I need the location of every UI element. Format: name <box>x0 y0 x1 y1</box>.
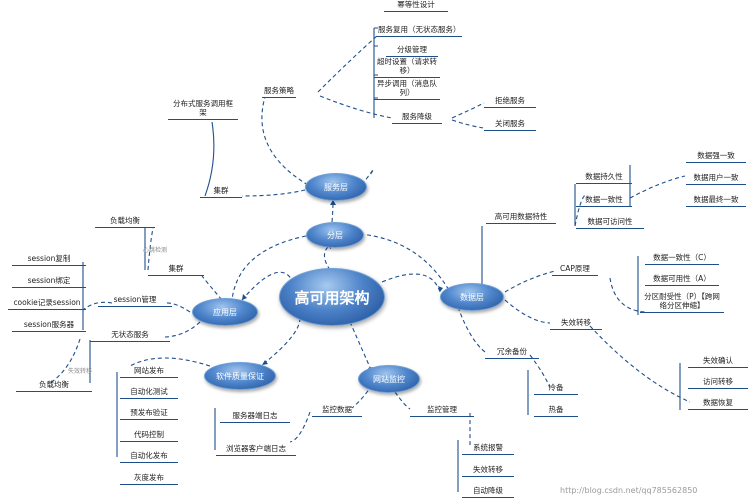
note-heartbeat: 心跳检测 <box>143 247 168 254</box>
leaf-data-ha-feature: 高可用数据特性 <box>486 212 556 224</box>
leaf-monitor-mgmt: 监控管理 <box>410 405 474 417</box>
leaf-app-cluster: 集群 <box>148 264 204 276</box>
edge-degrade-shutdown <box>451 119 485 129</box>
leaf-monitor-collect: 监控数据 <box>312 405 362 417</box>
edge-layering-app <box>231 235 307 301</box>
leaf-app-lb: 负载均衡 <box>95 216 155 228</box>
edge-degrade-reject <box>451 102 485 119</box>
edge-monitor-mgmt <box>394 391 411 410</box>
leaf-data-consistency: 数据一致性 <box>576 195 632 207</box>
arrowhead-service <box>330 200 336 205</box>
leaf-data-failover: 失效转移 <box>550 318 602 330</box>
edge-center-data <box>381 273 441 293</box>
watermark: http://blog.csdn.net/qq785562850 <box>560 486 698 495</box>
leaf-monitor-browser-log: 浏览器客户端日志 <box>216 444 296 456</box>
edge-center-monitor <box>349 321 373 373</box>
edge-center-quality <box>261 317 301 366</box>
leaf-app-session-copy: session复制 <box>12 254 86 266</box>
edge-data-failover <box>504 299 551 324</box>
edge-layering-data <box>359 233 451 293</box>
leaf-quality-auto-release: 自动化发布 <box>120 451 178 463</box>
edge-session-leaves <box>82 301 113 311</box>
edge-strategy-degrade <box>319 95 393 119</box>
leaf-data-user: 数据用户一致 <box>686 173 746 185</box>
arrowhead-quality <box>262 360 268 365</box>
leaf-app-lb2: 负载均衡 <box>16 380 92 392</box>
leaf-data-cap: CAP原理 <box>552 264 598 276</box>
edge-cons-levels <box>629 175 686 199</box>
leaf-service-grading: 分级管理 <box>386 45 438 57</box>
leaf-data-transfer: 访问转移 <box>688 377 748 389</box>
hub-layering: 分层 <box>306 222 364 248</box>
leaf-monitor-server-log: 服务器端日志 <box>220 411 290 423</box>
edge-app-stateless <box>164 321 201 338</box>
leaf-service-reuse: 服务复用（无状态服务） <box>376 25 462 37</box>
edge-stateless-lb2 <box>49 338 81 384</box>
leaf-app-stateless: 无状态服务 <box>90 330 170 342</box>
leaf-service-strategy: 服务策略 <box>262 86 296 98</box>
leaf-app-session-server: session服务器 <box>12 320 86 332</box>
leaf-quality-auto-test: 自动化测试 <box>120 387 178 399</box>
leaf-quality-gray: 灰度发布 <box>120 473 178 485</box>
arrowhead-app <box>242 294 247 300</box>
leaf-quality-release: 网站发布 <box>120 366 178 378</box>
hub-quality: 软件质量保证 <box>204 362 276 390</box>
leaf-data-eventual: 数据最终一致 <box>686 195 746 207</box>
leaf-app-session-bind: session绑定 <box>12 276 86 288</box>
bracket-cons <box>574 165 631 226</box>
edge-data-redundancy <box>457 306 486 353</box>
edge-failover-recover <box>589 325 691 403</box>
edge-center-layering <box>323 243 333 271</box>
edge-service-strategy <box>261 96 309 186</box>
leaf-data-recover: 数据恢复 <box>688 398 748 410</box>
leaf-data-strong: 数据强一致 <box>686 151 746 163</box>
leaf-data-durability: 数据持久性 <box>576 172 632 184</box>
leaf-quality-code-ctrl: 代码控制 <box>120 430 178 442</box>
leaf-service-idempotent: 幂等性设计 <box>384 0 448 12</box>
leaf-data-c: 数据一致性（C） <box>645 253 719 265</box>
hub-app-layer: 应用层 <box>192 298 258 326</box>
edge-strategy-reuse <box>317 34 379 93</box>
hub-monitoring: 网站监控 <box>358 365 420 393</box>
leaf-data-confirm: 失效确认 <box>688 356 748 368</box>
hub-data-layer: 数据层 <box>440 283 504 311</box>
stem-framework <box>204 121 215 197</box>
edge-quality-release <box>129 357 211 367</box>
leaf-service-cluster: 集群 <box>200 186 242 198</box>
leaf-monitor-auto-degrade: 自动降级 <box>462 486 514 498</box>
hub-service-layer: 服务层 <box>305 173 367 201</box>
leaf-data-p: 分区耐受性（P）【跨网络分区伸缩】 <box>640 292 724 313</box>
leaf-data-cold: 冷备 <box>534 383 578 395</box>
leaf-data-a: 数据可用性（A） <box>645 274 719 286</box>
edge-access-cons <box>574 194 586 227</box>
leaf-monitor-alarm: 系统报警 <box>462 443 514 455</box>
leaf-quality-pre-verify: 预发布验证 <box>120 408 178 420</box>
leaf-data-accessibility: 数据可访问性 <box>576 217 644 229</box>
leaf-service-shutdown: 关闭服务 <box>484 119 536 131</box>
leaf-service-async: 异步调用（消息队列） <box>374 79 440 100</box>
edge-center-service <box>331 199 334 223</box>
center-node: 高可用架构 <box>279 268 385 326</box>
edge-service-degrade <box>361 168 375 186</box>
leaf-service-reject: 拒绝服务 <box>484 96 536 108</box>
edge-collect-logs <box>289 411 311 443</box>
note-failover: 失效转移 <box>68 368 93 375</box>
leaf-service-framework: 分布式服务调用框架 <box>168 99 238 120</box>
arrowhead-data <box>438 286 443 292</box>
leaf-monitor-failover: 失效转移 <box>462 465 514 477</box>
leaf-app-cookie: cookie记录session <box>8 298 86 310</box>
edge-data-cap <box>504 270 556 293</box>
leaf-service-timeout: 超时设置（请求转移） <box>374 57 440 78</box>
leaf-data-redundancy: 冗余备份 <box>485 347 539 359</box>
edge-cluster-lb <box>147 227 154 271</box>
leaf-data-hot: 热备 <box>534 405 578 417</box>
leaf-app-session-mgmt: session管理 <box>98 295 172 307</box>
edge-service-cluster <box>241 189 306 197</box>
edge-app-cluster <box>201 275 223 301</box>
edge-app-session <box>164 302 191 313</box>
bracket-service-strategy <box>373 27 378 118</box>
leaf-service-degrade: 服务降级 <box>392 112 442 124</box>
